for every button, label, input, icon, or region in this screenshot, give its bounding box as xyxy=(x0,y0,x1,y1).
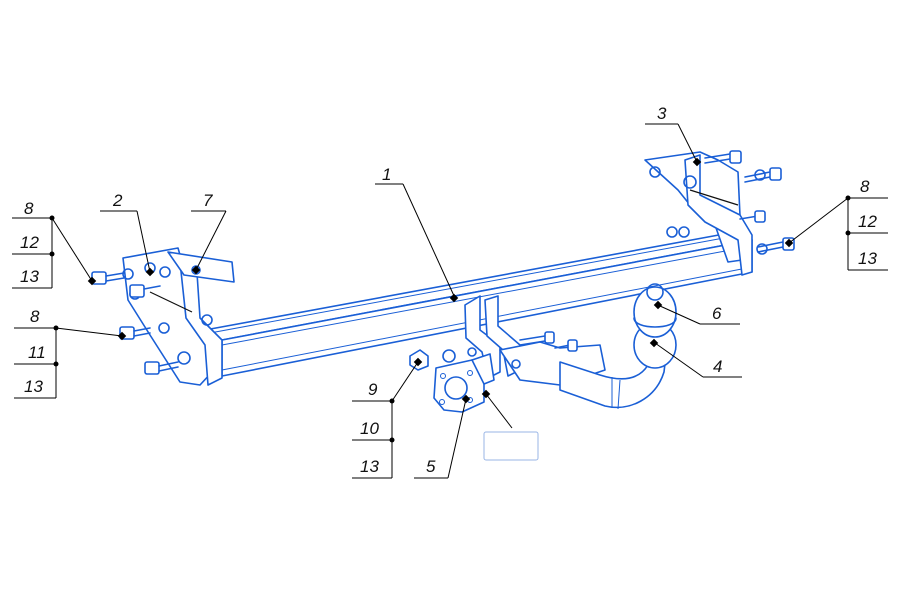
callout-label-left-b-mid: 11 xyxy=(28,343,46,362)
tow-ball xyxy=(633,283,677,369)
tow-ball-arm xyxy=(559,334,669,410)
callout-label-left-b-bot: 13 xyxy=(24,377,43,396)
socket-plate xyxy=(409,349,495,413)
callout-label-right-mid: 12 xyxy=(858,212,877,231)
callout-label-left-b-top: 8 xyxy=(30,307,40,326)
callout-label-center-top: 9 xyxy=(368,380,378,399)
callout-group-left-b: 8 11 13 xyxy=(14,307,127,399)
callout-group-right: 8 12 13 xyxy=(784,177,888,271)
callout-label-1: 1 xyxy=(382,165,391,184)
right-bracket xyxy=(644,151,753,276)
callout-label-left-a-mid: 12 xyxy=(20,233,39,252)
callout-group-left-a: 8 12 13 xyxy=(12,199,97,289)
callout-4: 4 xyxy=(649,338,742,378)
callout-label-center-bot: 13 xyxy=(360,457,379,476)
empty-label-box xyxy=(483,431,539,461)
callout-2: 2 xyxy=(100,191,155,277)
right-bolts xyxy=(704,150,795,255)
callout-7: 7 xyxy=(191,191,227,275)
callout-label-2: 2 xyxy=(112,191,123,210)
callout-label-6: 6 xyxy=(712,304,722,323)
callout-6: 6 xyxy=(653,300,740,325)
callout-group-center: 9 10 13 xyxy=(352,357,423,479)
callout-label-3: 3 xyxy=(657,104,667,123)
left-bolts xyxy=(91,268,213,375)
callout-label-right-bot: 13 xyxy=(858,249,877,268)
callout-label-center-mid: 10 xyxy=(360,419,379,438)
callout-5: 5 xyxy=(414,389,513,479)
callout-label-left-a-bot: 13 xyxy=(20,267,39,286)
callout-label-left-a-top: 8 xyxy=(24,199,34,218)
callout-label-right-top: 8 xyxy=(860,177,870,196)
callout-label-5: 5 xyxy=(426,457,436,476)
callout-label-7: 7 xyxy=(203,191,213,210)
callout-1: 1 xyxy=(375,165,459,303)
callout-label-4: 4 xyxy=(713,357,722,376)
